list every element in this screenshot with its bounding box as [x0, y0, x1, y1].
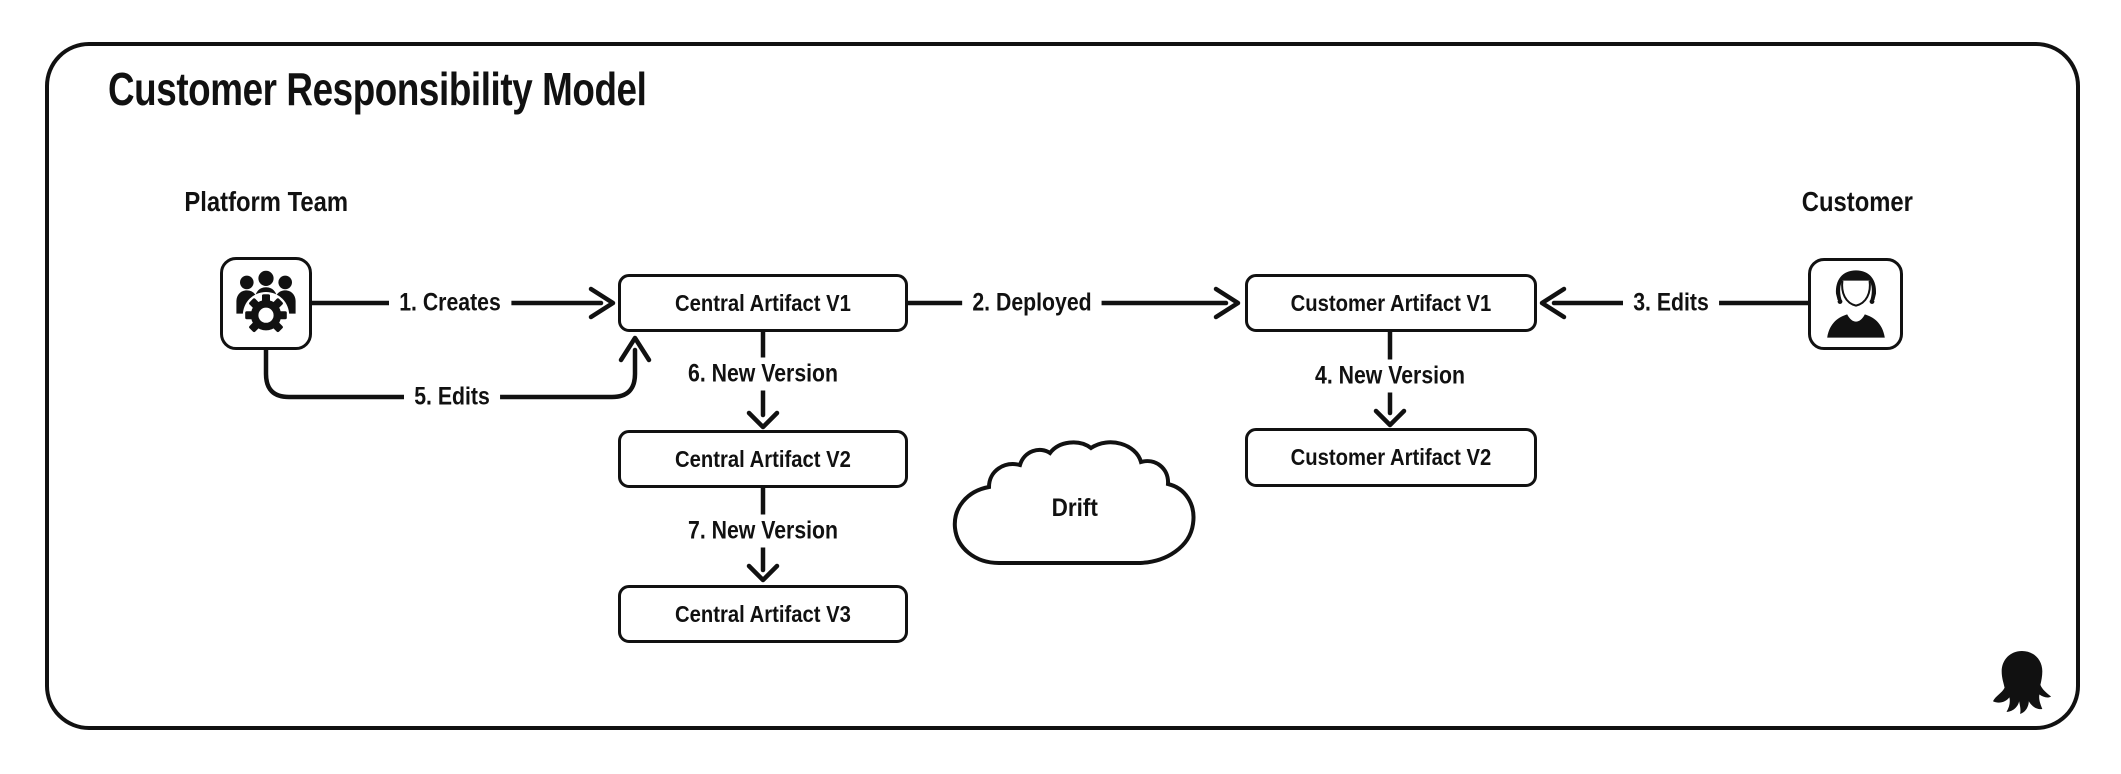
edge-label-platform-edits: 5. Edits — [404, 380, 500, 414]
drift-label: Drift — [1051, 494, 1099, 522]
edge-customer-newv-arrowhead — [1373, 408, 1407, 428]
platform-team-label: Platform Team — [184, 186, 348, 217]
customer-label: Customer — [1801, 186, 1913, 217]
edge-central-newv2-arrowhead — [746, 563, 780, 583]
platform-team-tile — [220, 257, 312, 350]
node-customer-artifact-v2: Customer Artifact V2 — [1245, 428, 1537, 487]
edge-customer-edits-arrowhead — [1539, 286, 1567, 320]
node-customer-artifact-v1: Customer Artifact V1 — [1245, 274, 1537, 332]
node-central-artifact-v1: Central Artifact V1 — [618, 274, 908, 332]
woman-face-icon — [1826, 270, 1885, 338]
node-central-artifact-v3: Central Artifact V3 — [618, 585, 908, 643]
octopus-icon — [1992, 650, 2052, 714]
node-central-artifact-v2: Central Artifact V2 — [618, 430, 908, 488]
edge-label-creates: 1. Creates — [388, 286, 512, 320]
edge-label-central-newv2: 7. New Version — [677, 514, 849, 548]
diagram-frame — [45, 42, 2080, 730]
edge-platform-edits-arrowhead — [618, 335, 652, 363]
drift-cloud: Drift — [947, 436, 1203, 568]
edge-label-deployed: 2. Deployed — [962, 286, 1102, 320]
page-title: Customer Responsibility Model — [108, 63, 647, 115]
team-gear-icon — [236, 270, 296, 338]
edge-label-customer-newv: 4. New Version — [1304, 359, 1476, 393]
edge-deployed-arrowhead — [1213, 286, 1241, 320]
edge-label-customer-edits: 3. Edits — [1623, 286, 1719, 320]
edge-creates-arrowhead — [588, 286, 616, 320]
edge-label-central-newv1: 6. New Version — [677, 357, 849, 391]
edge-central-newv1-arrowhead — [746, 410, 780, 430]
cloud-shape — [952, 440, 1196, 565]
